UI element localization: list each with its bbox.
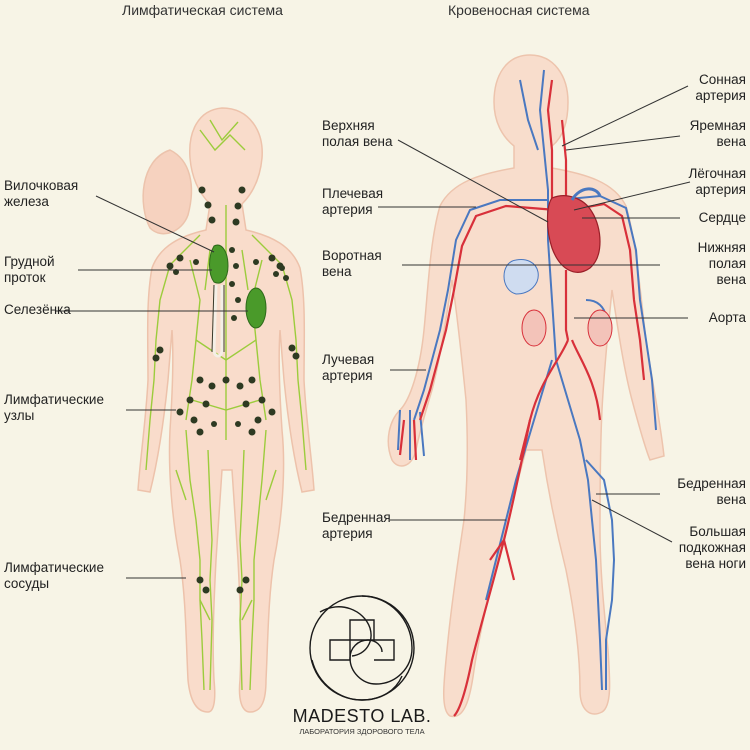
logo-name: MADESTO LAB. bbox=[292, 706, 432, 726]
arteries bbox=[398, 79, 646, 717]
spleen bbox=[245, 287, 267, 329]
heart bbox=[546, 195, 601, 273]
thymus bbox=[209, 244, 229, 284]
madesto-logo-mark bbox=[309, 595, 415, 701]
kidneys bbox=[521, 309, 613, 347]
circulatory-system-title: Кровеносная система bbox=[448, 2, 590, 18]
label-heart: Сердце bbox=[698, 210, 746, 225]
lymph-nodes bbox=[152, 186, 300, 594]
label-aorta: Аорта bbox=[708, 310, 746, 325]
veins bbox=[397, 69, 657, 691]
liver-portal bbox=[503, 259, 539, 295]
lymphatic-figure bbox=[56, 107, 315, 713]
circulatory-figure bbox=[378, 54, 691, 718]
label-spleen: Селезёнка bbox=[4, 302, 71, 317]
lymphatic-system-title: Лимфатическая система bbox=[122, 2, 283, 18]
logo-tagline: ЛАБОРАТОРИЯ ЗДОРОВОГО ТЕЛА bbox=[299, 727, 425, 736]
